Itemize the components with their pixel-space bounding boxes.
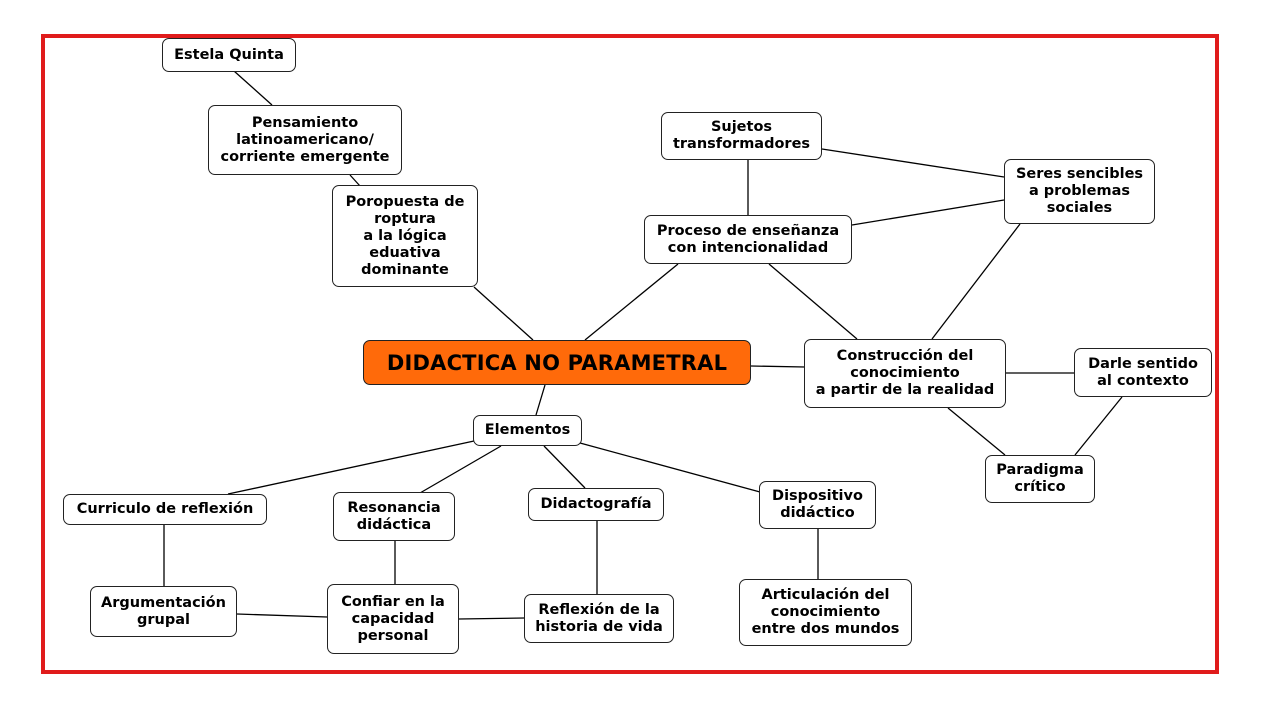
link-argumentacion-confiar — [236, 613, 328, 618]
node-paradigma-critico[interactable]: Paradigma crítico — [985, 455, 1095, 503]
link-construccion-paradigma — [947, 407, 1006, 456]
link-elementos-didactografia — [543, 445, 586, 489]
link-elementos-dispositivo — [579, 442, 761, 493]
link-confiar-reflexion — [458, 617, 525, 620]
link-center-construccion — [750, 365, 806, 368]
node-proceso-de-ensenanza[interactable]: Proceso de enseñanza con intencionalidad — [644, 215, 852, 264]
link-proceso-seres — [851, 199, 1005, 226]
node-dispositivo-didactico[interactable]: Dispositivo didáctico — [759, 481, 876, 529]
link-poropuesta-center — [473, 286, 534, 341]
link-elementos-curriculo — [227, 440, 475, 495]
link-proceso-construccion — [768, 263, 858, 340]
link-sujetos-seres — [821, 148, 1005, 178]
node-construccion-del-conocimiento[interactable]: Construcción del conocimiento a partir d… — [804, 339, 1006, 408]
node-curriculo-de-reflexion[interactable]: Curriculo de reflexión — [63, 494, 267, 525]
node-confiar-en-la-capacidad[interactable]: Confiar en la capacidad personal — [327, 584, 459, 654]
node-argumentacion-grupal[interactable]: Argumentación grupal — [90, 586, 237, 637]
node-didactica-no-parametral[interactable]: DIDACTICA NO PARAMETRAL — [363, 340, 751, 385]
link-elementos-resonancia — [419, 445, 502, 494]
node-seres-sencibles[interactable]: Seres sencibles a problemas sociales — [1004, 159, 1155, 224]
link-center-elementos — [535, 384, 546, 416]
link-pensamiento-poropuesta — [349, 174, 361, 187]
node-articulacion-del-conocimiento[interactable]: Articulación del conocimiento entre dos … — [739, 579, 912, 646]
node-reflexion-historia-de-vida[interactable]: Reflexión de la historia de vida — [524, 594, 674, 643]
node-estela-quinta[interactable]: Estela Quinta — [162, 38, 296, 72]
link-seres-construccion — [931, 223, 1021, 340]
node-didactografia[interactable]: Didactografía — [528, 488, 664, 521]
node-pensamiento-latinoamericano[interactable]: Pensamiento latinoamericano/ corriente e… — [208, 105, 402, 175]
node-elementos[interactable]: Elementos — [473, 415, 582, 446]
link-darle-paradigma — [1074, 396, 1123, 456]
link-proceso-center — [584, 263, 679, 341]
node-darle-sentido[interactable]: Darle sentido al contexto — [1074, 348, 1212, 397]
node-sujetos-transformadores[interactable]: Sujetos transformadores — [661, 112, 822, 160]
node-poropuesta-de-roptura[interactable]: Poropuesta de roptura a la lógica eduati… — [332, 185, 478, 287]
node-resonancia-didactica[interactable]: Resonancia didáctica — [333, 492, 455, 541]
link-estela-pensamiento — [233, 70, 273, 106]
